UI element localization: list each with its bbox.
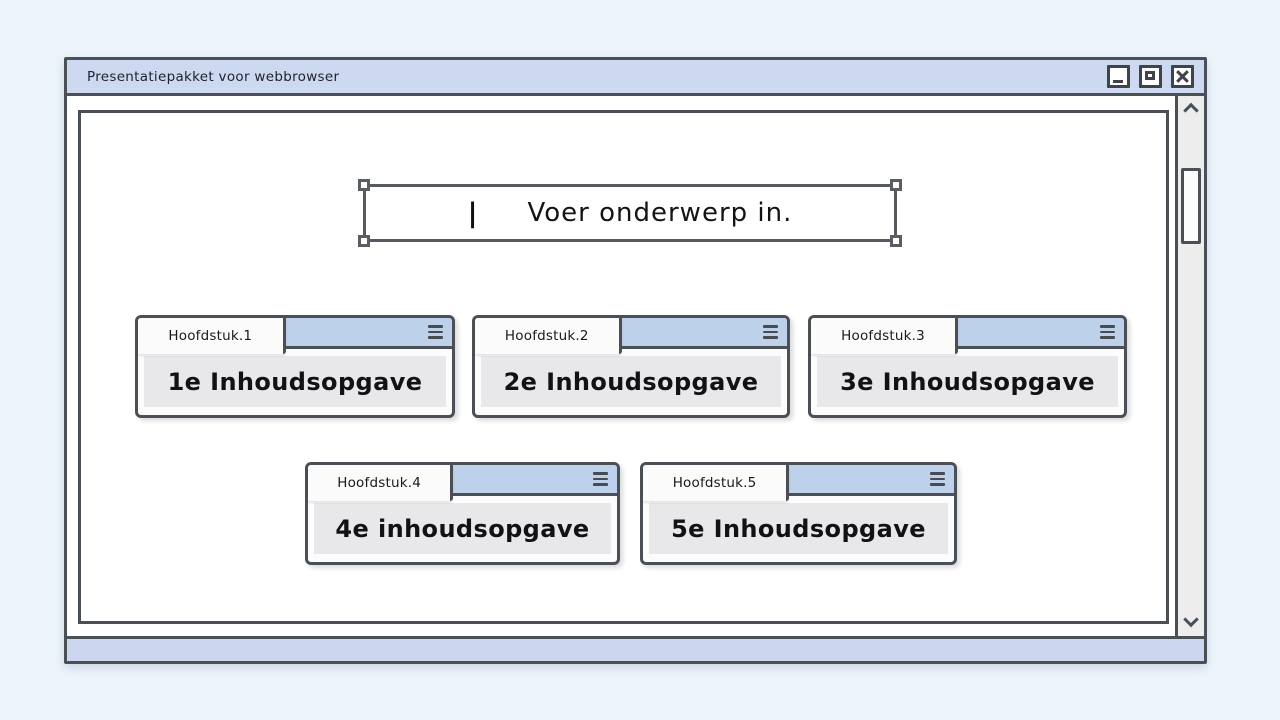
tab-label: Hoofdstuk.1 [168,328,253,344]
chapter-card-4-tab[interactable]: Hoofdstuk.4 [308,465,454,501]
slide-canvas: | Voer onderwerp in. Hoofdstuk.1 [78,110,1169,624]
chapter-card-2-header [621,318,787,349]
content-label: 5e Inhoudsopgave [671,514,926,543]
chevron-down-icon[interactable] [1183,611,1199,628]
minimize-button[interactable] [1107,65,1130,88]
chapter-card-3-header [958,318,1124,349]
chapter-card-2-tab[interactable]: Hoofdstuk.2 [475,318,622,354]
maximize-button[interactable] [1139,65,1162,88]
text-cursor: | [467,197,478,229]
chapter-card-5-tab[interactable]: Hoofdstuk.5 [643,465,790,501]
main-area: | Voer onderwerp in. Hoofdstuk.1 [67,96,1175,636]
chapter-card-4[interactable]: Hoofdstuk.4 4e inhoudsopgave [305,462,620,565]
chapter-card-1-tab[interactable]: Hoofdstuk.1 [138,318,286,354]
window-body: | Voer onderwerp in. Hoofdstuk.1 [67,96,1204,636]
topic-text: Voer onderwerp in. [527,198,793,228]
chapter-card-3-tab[interactable]: Hoofdstuk.3 [811,318,959,354]
hamburger-menu-icon[interactable] [763,325,778,339]
resize-handle-bottom-left[interactable] [358,235,370,247]
resize-handle-top-right[interactable] [890,179,902,191]
content-label: 3e Inhoudsopgave [840,367,1095,396]
tab-label: Hoofdstuk.3 [841,328,925,344]
chapter-card-1-content[interactable]: 1e Inhoudsopgave [144,356,446,407]
chapter-card-1[interactable]: Hoofdstuk.1 1e Inhoudsopgave [135,315,455,418]
chapter-card-5-header [789,465,954,496]
chevron-up-icon[interactable] [1183,102,1199,119]
chapter-card-5[interactable]: Hoofdstuk.5 5e Inhoudsopgave [640,462,957,565]
chapter-card-5-content[interactable]: 5e Inhoudsopgave [649,503,948,554]
tab-label: Hoofdstuk.4 [337,475,421,491]
hamburger-menu-icon[interactable] [930,472,945,486]
chapter-card-4-header [453,465,617,496]
content-label: 2e Inhoudsopgave [503,367,759,396]
hamburger-menu-icon[interactable] [428,325,443,339]
topic-textbox[interactable]: | Voer onderwerp in. [358,179,902,247]
content-label: 1e Inhoudsopgave [167,367,423,396]
close-button[interactable] [1171,65,1194,88]
chapter-card-1-header [285,318,452,349]
vertical-scrollbar[interactable] [1175,96,1204,636]
tab-label: Hoofdstuk.5 [672,475,757,491]
chapter-card-3[interactable]: Hoofdstuk.3 3e Inhoudsopgave [808,315,1127,418]
window-controls [1107,65,1194,88]
chapter-card-3-content[interactable]: 3e Inhoudsopgave [817,356,1118,407]
tab-label: Hoofdstuk.2 [504,328,589,344]
chapter-card-2[interactable]: Hoofdstuk.2 2e Inhoudsopgave [472,315,790,418]
window-title: Presentatiepakket voor webbrowser [87,68,340,85]
titlebar: Presentatiepakket voor webbrowser [67,60,1204,96]
status-bar [67,636,1204,661]
hamburger-menu-icon[interactable] [1100,325,1115,339]
minimize-icon [1113,80,1123,83]
chapter-card-4-content[interactable]: 4e inhoudsopgave [314,503,611,554]
hamburger-menu-icon[interactable] [593,472,608,486]
app-window: Presentatiepakket voor webbrowser | Voer… [64,57,1207,664]
chapter-card-2-content[interactable]: 2e Inhoudsopgave [481,356,781,407]
scrollbar-thumb[interactable] [1181,168,1201,244]
content-label: 4e inhoudsopgave [335,514,590,543]
resize-handle-bottom-right[interactable] [890,235,902,247]
resize-handle-top-left[interactable] [358,179,370,191]
maximize-icon [1145,71,1155,80]
